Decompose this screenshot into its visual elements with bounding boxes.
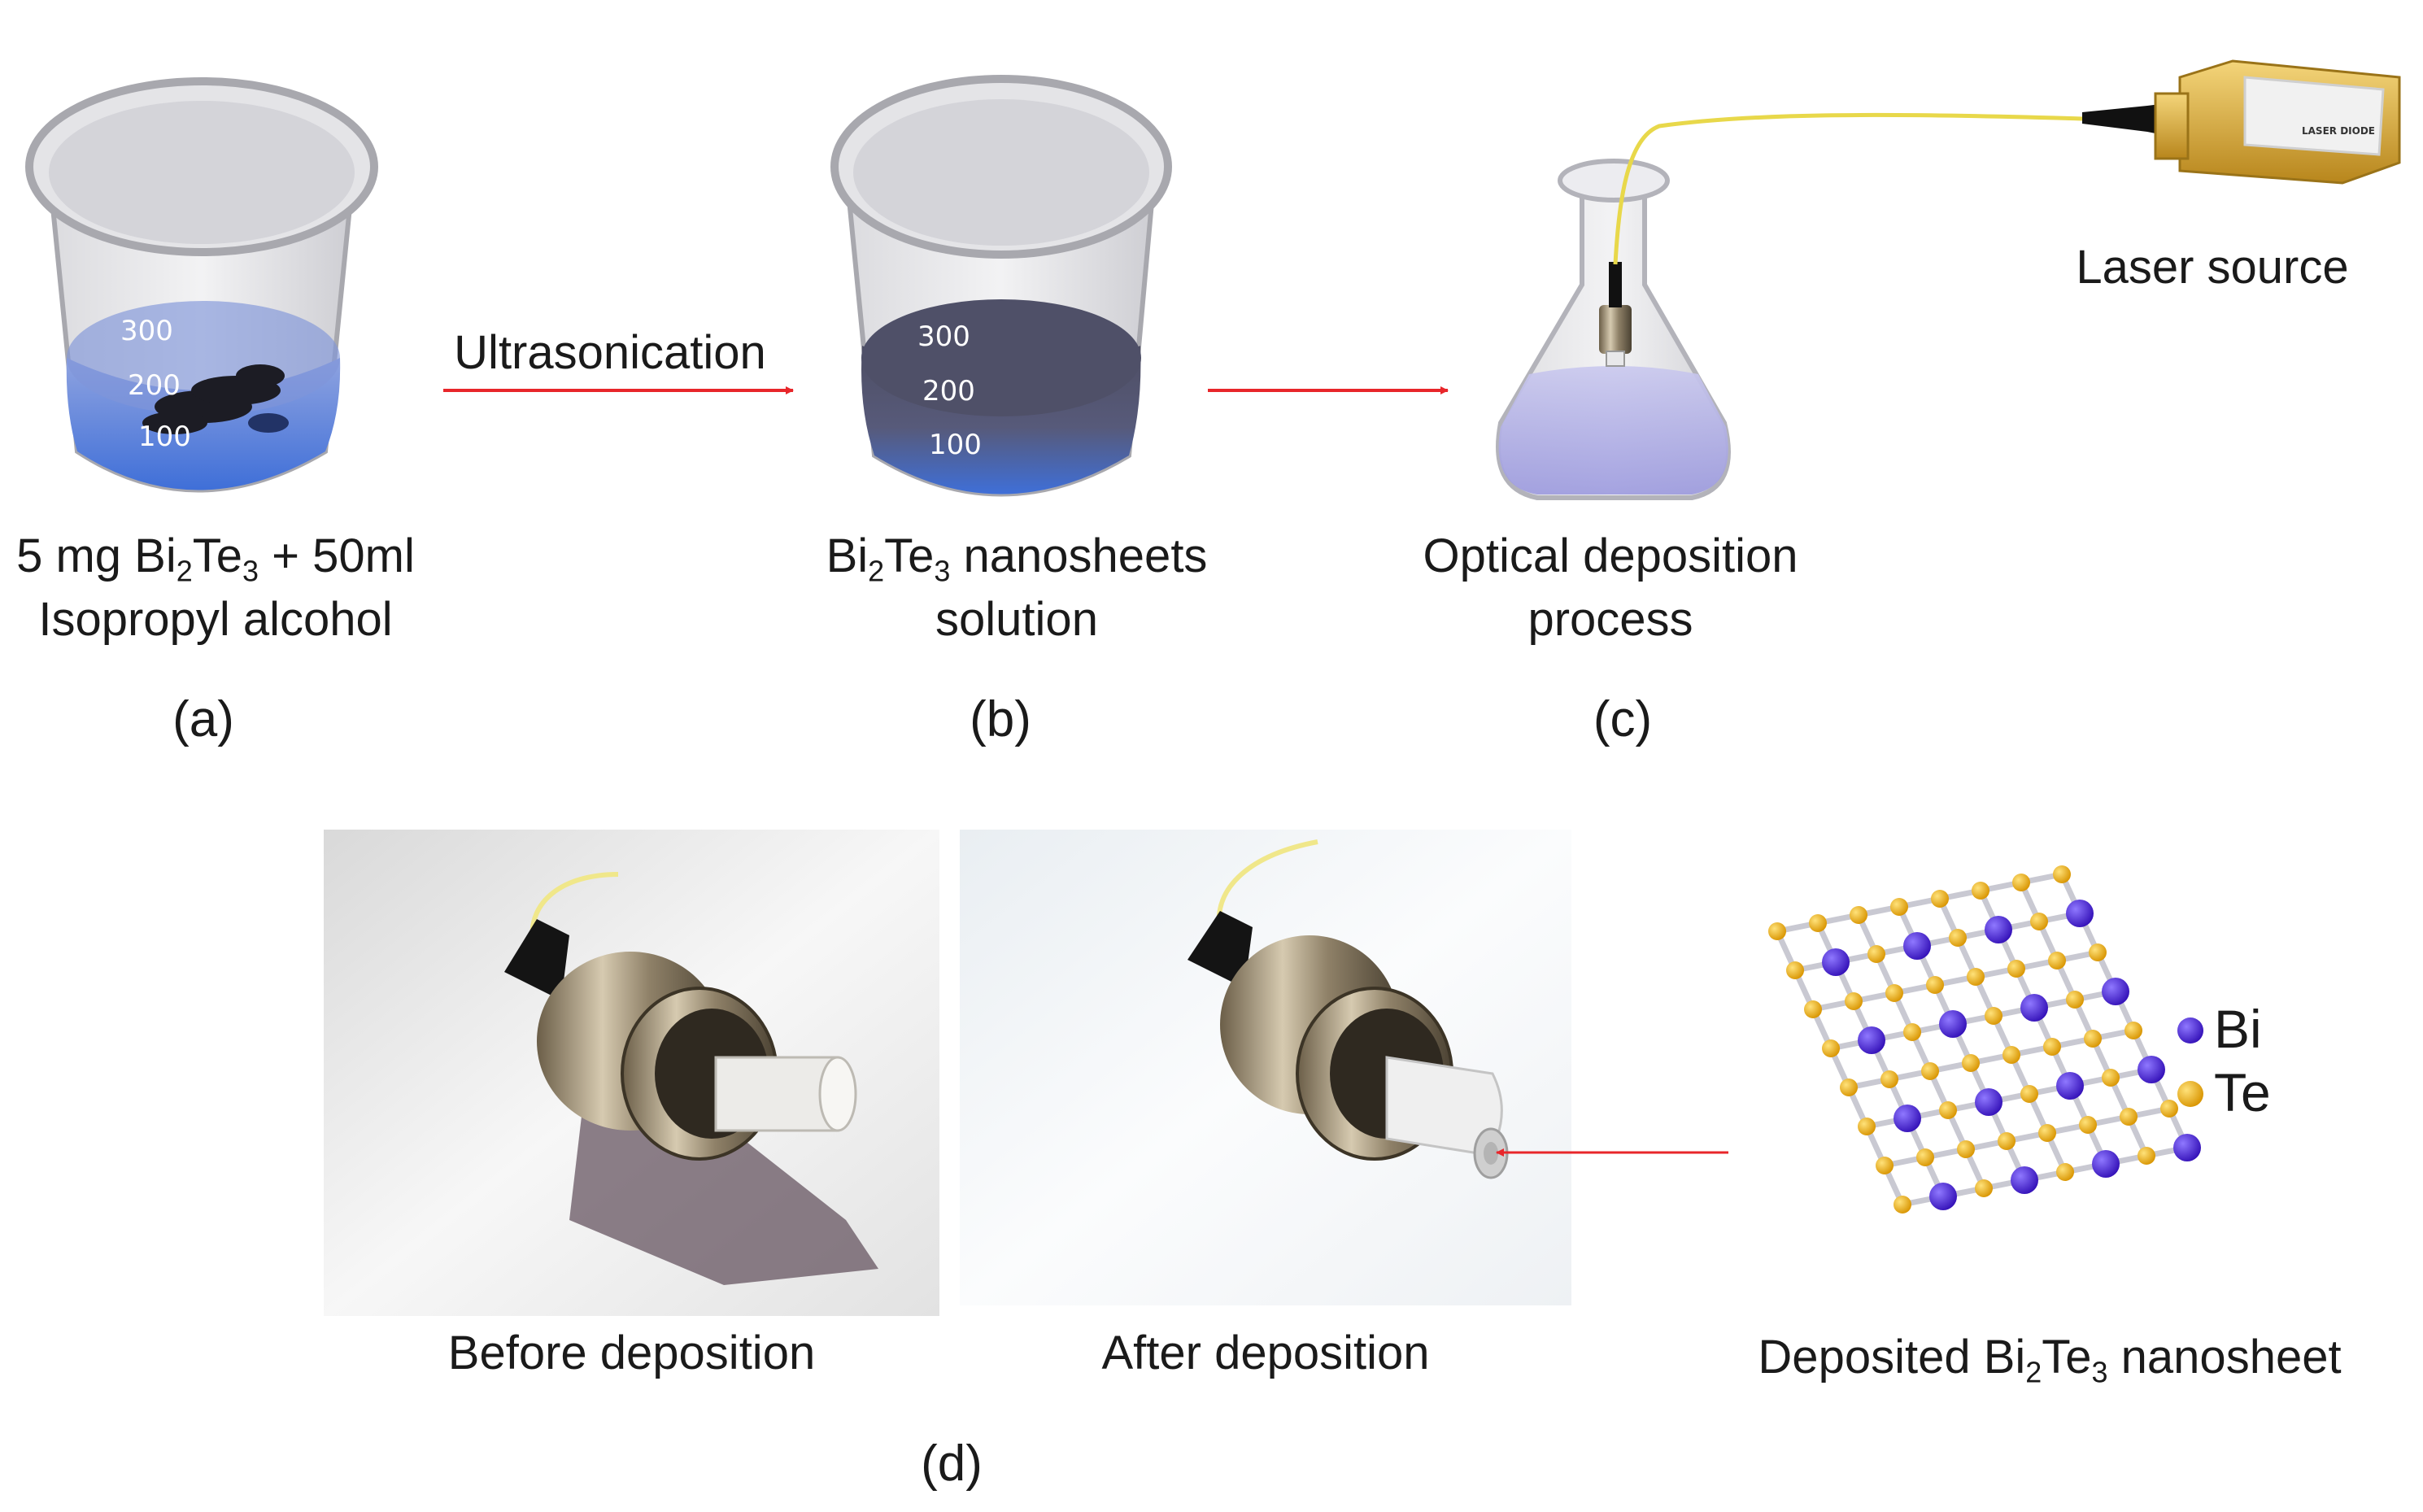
legend-bi-label: Bi bbox=[2214, 999, 2262, 1059]
te-atom bbox=[1876, 1157, 1894, 1174]
te-atom bbox=[2048, 952, 2066, 970]
te-atom bbox=[1894, 1196, 1911, 1214]
te-atom bbox=[2030, 913, 2048, 930]
scale-mark-100: 100 bbox=[138, 420, 191, 453]
bi-atom bbox=[1822, 948, 1850, 976]
te-atom bbox=[2079, 1116, 2097, 1134]
te-atom bbox=[1975, 1179, 1993, 1197]
step-b-label: (b) bbox=[970, 691, 1031, 747]
step-c-label: (c) bbox=[1593, 691, 1653, 747]
scale-mark-200: 200 bbox=[922, 375, 975, 407]
te-atom bbox=[1858, 1118, 1876, 1135]
te-atom bbox=[1926, 976, 1944, 994]
te-atom bbox=[2120, 1108, 2138, 1126]
legend-bi-marker bbox=[2177, 1017, 2203, 1044]
te-atom bbox=[1962, 1054, 1980, 1072]
step-d-label: (d) bbox=[921, 1436, 983, 1492]
bi-atom bbox=[2092, 1150, 2120, 1178]
beaker-b: 300 200 100 bbox=[830, 75, 1172, 497]
bi-atom bbox=[2020, 994, 2048, 1022]
te-atom bbox=[1890, 898, 1908, 916]
te-atom bbox=[2056, 1163, 2074, 1181]
step-a-label: (a) bbox=[172, 691, 234, 747]
after-deposition-caption: After deposition bbox=[1101, 1327, 1430, 1379]
te-atom bbox=[1845, 992, 1863, 1010]
scale-mark-300: 300 bbox=[120, 315, 173, 347]
erlenmeyer-flask bbox=[1496, 159, 1731, 500]
bi-atom bbox=[2056, 1072, 2084, 1100]
bi-atom bbox=[2102, 978, 2129, 1005]
legend-te-label: Te bbox=[2214, 1062, 2271, 1122]
te-atom bbox=[1903, 1023, 1921, 1041]
bi2te3-powder bbox=[142, 364, 289, 434]
bi-atom bbox=[1903, 932, 1931, 960]
te-atom bbox=[2160, 1100, 2178, 1118]
laser-chip-label: LASER DIODE bbox=[2302, 125, 2375, 137]
te-atom bbox=[2002, 1046, 2020, 1064]
te-atom bbox=[1931, 890, 1949, 908]
bi-atom bbox=[1939, 1010, 1967, 1038]
lattice-bonds bbox=[1774, 871, 2190, 1208]
scale-mark-200: 200 bbox=[128, 369, 181, 402]
te-atom bbox=[2102, 1069, 2120, 1087]
bi-atom bbox=[2173, 1134, 2201, 1161]
te-atom bbox=[2012, 874, 2030, 891]
bi2te3-lattice bbox=[1768, 865, 2201, 1214]
step-c-caption: Optical deposition process bbox=[1423, 529, 1798, 646]
bi-atom bbox=[1929, 1183, 1957, 1210]
te-atom bbox=[2124, 1022, 2142, 1039]
te-atom bbox=[2038, 1124, 2056, 1142]
te-atom bbox=[1822, 1039, 1840, 1057]
bi-atom bbox=[1975, 1088, 2002, 1116]
te-atom bbox=[1957, 1140, 1975, 1158]
bi-atom bbox=[1858, 1026, 1885, 1054]
bi-atom bbox=[2138, 1056, 2165, 1083]
bi-atom bbox=[1894, 1105, 1921, 1132]
te-atom bbox=[1850, 906, 1867, 924]
bi-atom bbox=[2066, 900, 2094, 927]
optical-fiber bbox=[1613, 112, 2083, 265]
te-atom bbox=[1880, 1070, 1898, 1088]
legend-te-marker bbox=[2177, 1081, 2203, 1107]
te-atom bbox=[1985, 1007, 2002, 1025]
te-atom bbox=[1916, 1148, 1934, 1166]
te-atom bbox=[2089, 943, 2107, 961]
photo-after-deposition bbox=[960, 830, 1571, 1305]
te-atom bbox=[1768, 922, 1786, 940]
te-atom bbox=[1972, 882, 1989, 900]
te-atom bbox=[2084, 1030, 2102, 1048]
te-atom bbox=[1840, 1078, 1858, 1096]
te-atom bbox=[1804, 1000, 1822, 1018]
before-deposition-caption: Before deposition bbox=[447, 1327, 816, 1379]
scale-mark-100: 100 bbox=[929, 429, 982, 461]
te-atom bbox=[1967, 968, 1985, 986]
te-atom bbox=[2053, 865, 2071, 883]
nanosheet-caption: Deposited Bi2Te3 nanosheet bbox=[1758, 1331, 2342, 1389]
laser-diode: LASER DIODE bbox=[2082, 16, 2401, 224]
bi-atom bbox=[2011, 1166, 2038, 1194]
step-b-caption: Bi2Te3 nanosheets solution bbox=[826, 529, 1208, 646]
te-atom bbox=[2043, 1038, 2061, 1056]
step-a-caption: 5 mg Bi2Te3 + 50ml Isopropyl alcohol bbox=[16, 529, 415, 646]
te-atom bbox=[1949, 929, 1967, 947]
te-atom bbox=[1921, 1062, 1939, 1080]
te-atom bbox=[1786, 961, 1804, 979]
bi-atom bbox=[1985, 916, 2012, 943]
ultrasonication-label: Ultrasonication bbox=[454, 326, 766, 379]
te-atom bbox=[2066, 991, 2084, 1009]
te-atom bbox=[1809, 914, 1827, 932]
te-atom bbox=[1939, 1101, 1957, 1119]
photo-before-deposition bbox=[324, 830, 939, 1316]
beaker-a: 300 200 100 bbox=[25, 77, 378, 493]
te-atom bbox=[1867, 945, 1885, 963]
te-atom bbox=[2138, 1147, 2155, 1165]
scale-mark-300: 300 bbox=[917, 320, 970, 353]
laser-source-label: Laser source bbox=[2076, 241, 2349, 294]
te-atom bbox=[1885, 984, 1903, 1002]
te-atom bbox=[2007, 960, 2025, 978]
te-atom bbox=[1998, 1132, 2016, 1150]
te-atom bbox=[2020, 1085, 2038, 1103]
